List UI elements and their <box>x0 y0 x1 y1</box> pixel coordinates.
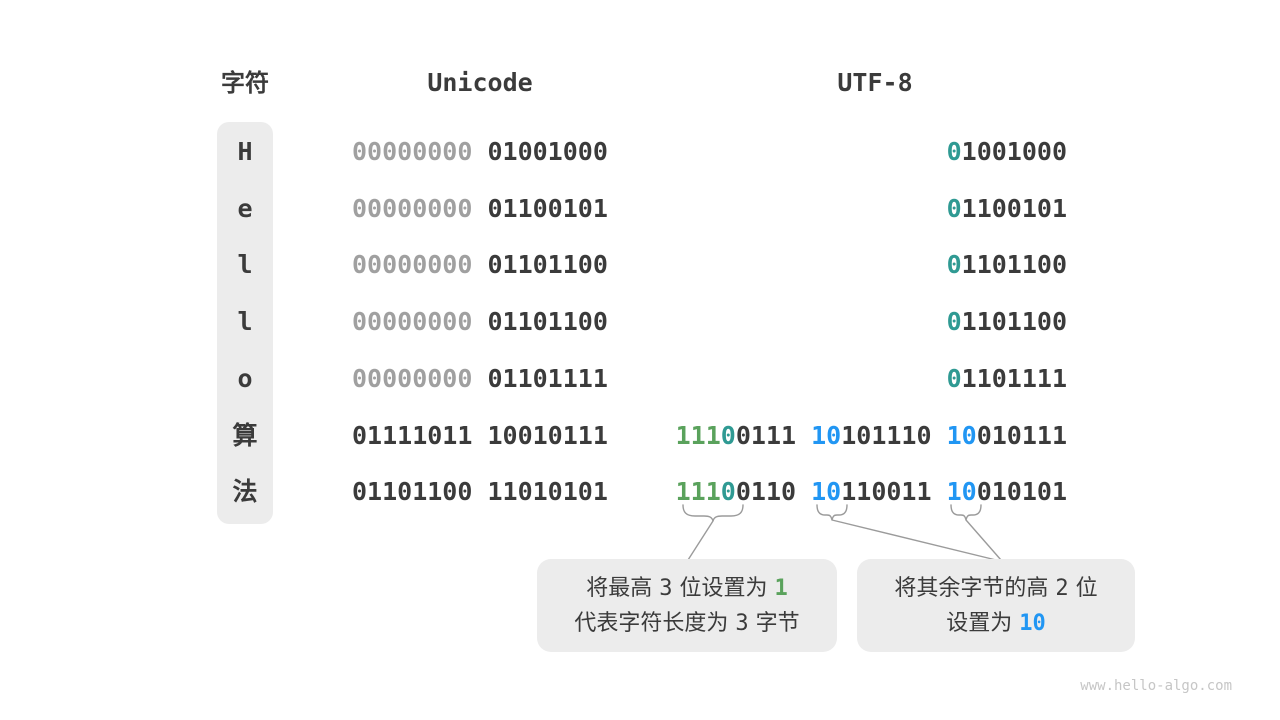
unicode-binary: 00000000 01101100 <box>352 305 608 339</box>
bit-segment-gray: 00000000 <box>352 137 488 166</box>
character-cell: l <box>237 307 253 336</box>
utf8-binary: 11100111 10101110 10010111 <box>676 419 1067 453</box>
connector-line-continuation-2 <box>965 519 1002 561</box>
column-header-unicode: Unicode <box>427 68 533 97</box>
character-cell: 算 <box>232 421 258 450</box>
callout-segment: 位 <box>1068 575 1098 601</box>
bit-segment-green: 111 <box>675 477 721 506</box>
column-header-character: 字符 <box>221 69 269 97</box>
utf8-binary: 01101111 <box>947 362 1067 396</box>
bit-segment-blue: 10 <box>811 477 842 506</box>
bit-segment-dark: 101110 <box>841 421 947 450</box>
utf8-binary: 01001000 <box>947 135 1067 169</box>
callout-segment: 2 <box>1055 575 1069 601</box>
bit-segment-dark: 01100101 <box>487 194 608 223</box>
watermark: www.hello-algo.com <box>1080 678 1232 694</box>
callout-segment: 代表字符长度为 <box>574 610 736 636</box>
bit-segment-dark: 01101100 <box>487 250 608 279</box>
callout-segment: 设置为 <box>946 610 1020 636</box>
bit-segment-green: 111 <box>675 421 721 450</box>
bit-segment-dark: 0110 <box>735 477 812 506</box>
callout-line: 将最高 3 位设置为 1 <box>586 571 788 606</box>
bit-segment-dark: 01101111 <box>487 364 608 393</box>
bit-segment-teal: 0 <box>946 364 962 393</box>
callout-segment: 将其余字节的高 <box>894 575 1056 601</box>
unicode-binary: 00000000 01100101 <box>352 192 608 226</box>
bit-segment-dark: 110011 <box>841 477 947 506</box>
callout-segment: 10 <box>1019 610 1046 636</box>
bit-segment-gray: 00000000 <box>352 364 488 393</box>
utf8-binary: 11100110 10110011 10010101 <box>676 475 1067 509</box>
callout-line: 设置为 10 <box>946 606 1046 641</box>
bit-segment-dark: 1100101 <box>961 194 1067 223</box>
bit-segment-teal: 0 <box>946 137 962 166</box>
callout-segment: 将最高 <box>586 575 660 601</box>
bit-segment-dark: 01111011 10010111 <box>352 421 608 450</box>
bit-segment-dark: 1101100 <box>961 250 1067 279</box>
bit-segment-dark: 01001000 <box>487 137 608 166</box>
bit-segment-teal: 0 <box>946 307 962 336</box>
bit-segment-blue: 10 <box>946 421 977 450</box>
callout-segment: 位设置为 <box>672 575 775 601</box>
unicode-binary: 00000000 01001000 <box>352 135 608 169</box>
utf8-binary: 01100101 <box>947 192 1067 226</box>
bit-segment-teal: 0 <box>720 421 736 450</box>
bit-segment-dark: 1101100 <box>961 307 1067 336</box>
callout-segment: 3 <box>659 575 673 601</box>
callout-segment: 字节 <box>748 610 800 636</box>
character-cell: H <box>237 137 253 166</box>
unicode-binary: 01111011 10010111 <box>352 419 608 453</box>
callout-line: 将其余字节的高 2 位 <box>894 571 1097 606</box>
utf8-binary: 01101100 <box>947 305 1067 339</box>
character-column-background <box>217 122 273 524</box>
bit-segment-dark: 010111 <box>976 421 1067 450</box>
character-cell: l <box>237 250 253 279</box>
character-cell: 法 <box>232 477 258 506</box>
callout-continuation-bits: 将其余字节的高 2 位设置为 10 <box>857 559 1135 652</box>
bit-segment-dark: 01101100 <box>487 307 608 336</box>
character-cell: e <box>237 194 253 223</box>
unicode-binary: 01101100 11010101 <box>352 475 608 509</box>
callout-line: 代表字符长度为 3 字节 <box>574 606 799 641</box>
callout-segment: 1 <box>774 575 788 601</box>
character-cell: o <box>237 364 253 393</box>
bit-segment-dark: 01101100 11010101 <box>352 477 608 506</box>
callout-segment: 3 <box>735 610 749 636</box>
bit-segment-dark: 1001000 <box>961 137 1067 166</box>
connector-line-continuation-1 <box>831 519 997 561</box>
utf8-binary: 01101100 <box>947 248 1067 282</box>
bit-segment-blue: 10 <box>946 477 977 506</box>
bit-segment-teal: 0 <box>946 194 962 223</box>
bit-segment-gray: 00000000 <box>352 194 488 223</box>
unicode-binary: 00000000 01101111 <box>352 362 608 396</box>
bit-segment-dark: 010101 <box>976 477 1067 506</box>
bit-segment-teal: 0 <box>946 250 962 279</box>
unicode-binary: 00000000 01101100 <box>352 248 608 282</box>
bit-segment-blue: 10 <box>811 421 842 450</box>
bit-segment-gray: 00000000 <box>352 307 488 336</box>
column-header-utf8: UTF-8 <box>837 68 913 97</box>
bit-segment-dark: 1101111 <box>961 364 1067 393</box>
bit-segment-dark: 0111 <box>735 421 812 450</box>
bit-segment-teal: 0 <box>720 477 736 506</box>
bit-segment-gray: 00000000 <box>352 250 488 279</box>
connector-line-leading-bits <box>687 520 714 561</box>
